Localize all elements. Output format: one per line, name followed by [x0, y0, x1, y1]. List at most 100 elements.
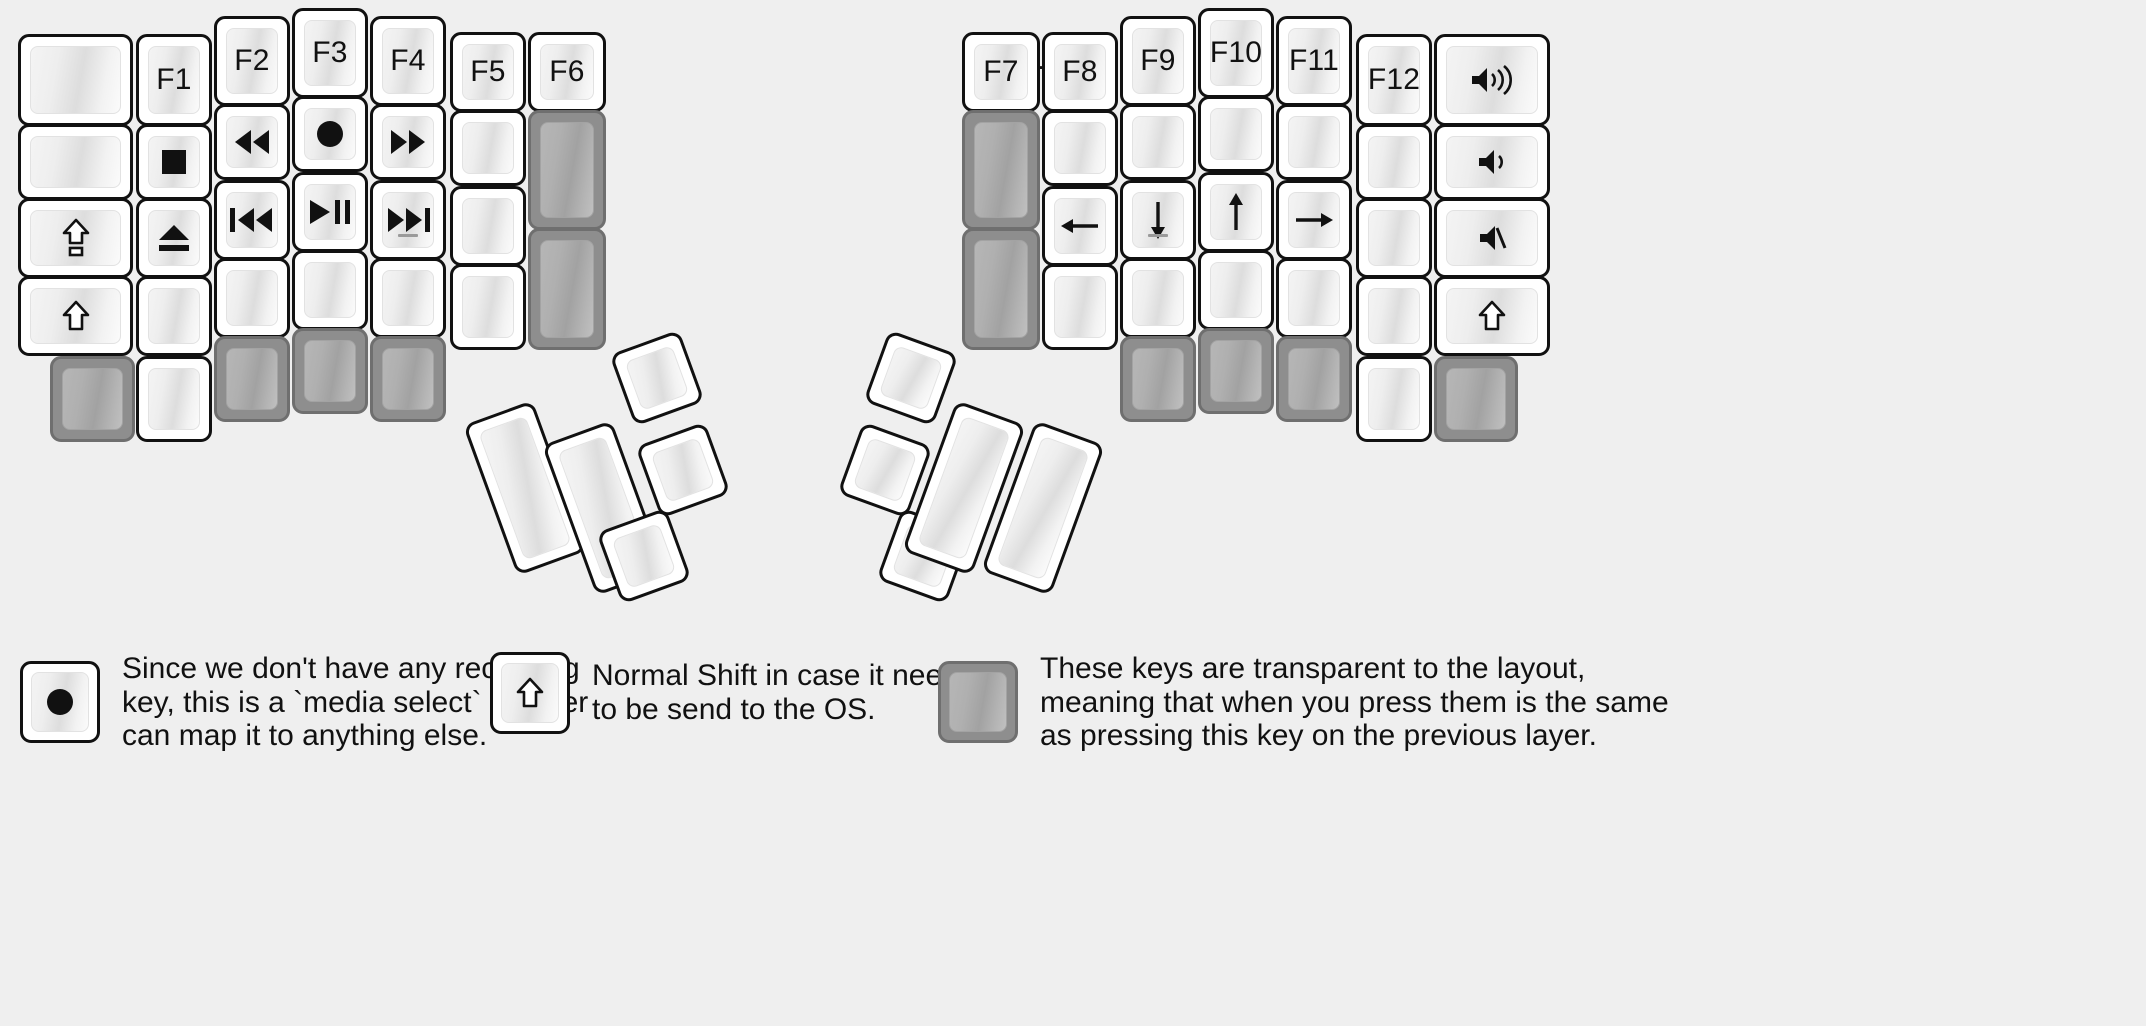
right-thumb-small-top[interactable] — [863, 329, 959, 427]
keycap-surface — [382, 348, 434, 410]
keycap-surface — [878, 345, 944, 411]
keycap-surface — [226, 116, 278, 168]
left-middle-column-key-0[interactable]: F3 — [292, 8, 368, 98]
keycap-surface — [1368, 210, 1420, 266]
right-index-column-key-1[interactable] — [1120, 104, 1196, 180]
left-index-column-key-3[interactable] — [370, 258, 446, 338]
right-inner-column-key-0[interactable]: F8 — [1042, 32, 1118, 112]
right-inner-column-key-3[interactable] — [1042, 264, 1118, 350]
keycap-surface — [540, 44, 594, 100]
keycap-surface — [1210, 262, 1262, 318]
left-middle-column-key-1[interactable] — [292, 96, 368, 172]
right-innermost-column-key-0[interactable]: F7 — [962, 32, 1040, 112]
left-index-column-key-0[interactable]: F4 — [370, 16, 446, 106]
keycap-surface — [974, 44, 1028, 100]
right-ring-column-key-2[interactable] — [1276, 180, 1352, 260]
right-pinky-column-key-1[interactable] — [1356, 124, 1432, 200]
right-outer-column-key-4[interactable] — [1434, 356, 1518, 442]
right-outer-column-key-0[interactable] — [1434, 34, 1550, 126]
right-index-column-key-2[interactable] — [1120, 180, 1196, 260]
keycap-surface — [30, 288, 121, 344]
legend-item-1: Normal Shift in case it needs to be send… — [490, 652, 974, 734]
right-outer-column-key-2[interactable] — [1434, 198, 1550, 278]
keycap-surface — [304, 20, 356, 86]
right-middle-column-key-3[interactable] — [1198, 250, 1274, 330]
right-middle-column-key-1[interactable] — [1198, 96, 1274, 172]
right-pinky-column-key-4[interactable] — [1356, 356, 1432, 442]
legend-item-0: Since we don't have any recording key, t… — [20, 652, 588, 753]
right-ring-column-key-3[interactable] — [1276, 258, 1352, 338]
legend-sample-key-1 — [490, 652, 570, 734]
right-pinky-column-key-3[interactable] — [1356, 276, 1432, 356]
left-innermost-column-key-2[interactable] — [528, 228, 606, 350]
left-ring-column-key-3[interactable] — [214, 258, 290, 338]
left-thumb-small-top[interactable] — [609, 329, 705, 427]
keycap-surface — [1210, 340, 1262, 402]
keycap-surface — [226, 348, 278, 410]
left-thumb-small-mid[interactable] — [635, 421, 731, 519]
media-record-icon — [45, 687, 75, 717]
keycap-surface — [382, 192, 434, 248]
left-ring-column-key-1[interactable] — [214, 104, 290, 180]
left-pinky-column-key-3[interactable] — [136, 276, 212, 356]
left-outer-column-key-2[interactable] — [18, 198, 133, 278]
keycap-surface — [1368, 46, 1420, 114]
left-outer-column-key-0[interactable] — [18, 34, 133, 126]
left-pinky-column-key-4[interactable] — [136, 356, 212, 442]
right-outer-column-key-3[interactable] — [1434, 276, 1550, 356]
left-index-column-key-1[interactable] — [370, 104, 446, 180]
right-pinky-column-key-0[interactable]: F12 — [1356, 34, 1432, 126]
left-middle-column-key-2[interactable] — [292, 172, 368, 252]
left-ring-column-key-2[interactable] — [214, 180, 290, 260]
legend-sample-glyph — [493, 655, 567, 731]
right-middle-column-key-0[interactable]: F10 — [1198, 8, 1274, 98]
keycap-surface — [949, 672, 1007, 733]
left-outer-column-key-3[interactable] — [18, 276, 133, 356]
left-inner-column-key-2[interactable] — [450, 186, 526, 266]
left-pinky-column-key-2[interactable] — [136, 198, 212, 278]
keycap-surface — [1446, 288, 1538, 344]
right-innermost-column-key-1[interactable] — [962, 110, 1040, 230]
left-outer-column-key-4[interactable] — [50, 356, 135, 442]
legend-description-1: Normal Shift in case it needs to be send… — [592, 659, 974, 726]
left-inner-column-key-1[interactable] — [450, 110, 526, 186]
left-index-column-key-2[interactable] — [370, 180, 446, 260]
right-inner-column-key-1[interactable] — [1042, 110, 1118, 186]
right-index-column-key-3[interactable] — [1120, 258, 1196, 338]
left-outer-column-key-1[interactable] — [18, 124, 133, 200]
left-innermost-column-key-0[interactable]: F6 — [528, 32, 606, 112]
right-index-column-key-0[interactable]: F9 — [1120, 16, 1196, 106]
legend-sample-key-2 — [938, 661, 1018, 744]
left-inner-column-key-3[interactable] — [450, 264, 526, 350]
keycap-surface — [1288, 28, 1340, 94]
keycap-surface — [852, 437, 918, 503]
left-ring-column-key-4[interactable] — [214, 336, 290, 422]
right-pinky-column-key-2[interactable] — [1356, 198, 1432, 278]
keycap-surface — [1054, 276, 1106, 338]
keycap-surface — [1210, 184, 1262, 240]
left-index-column-key-4[interactable] — [370, 336, 446, 422]
left-ring-column-key-0[interactable]: F2 — [214, 16, 290, 106]
right-outer-column-key-1[interactable] — [1434, 124, 1550, 200]
right-middle-column-key-4[interactable] — [1198, 328, 1274, 414]
right-middle-column-key-2[interactable] — [1198, 172, 1274, 252]
left-middle-column-key-3[interactable] — [292, 250, 368, 330]
keycap-surface — [974, 240, 1028, 338]
right-innermost-column-key-2[interactable] — [962, 228, 1040, 350]
right-inner-column-key-2[interactable] — [1042, 186, 1118, 266]
left-innermost-column-key-1[interactable] — [528, 110, 606, 230]
left-pinky-column-key-0[interactable]: F1 — [136, 34, 212, 126]
left-pinky-column-key-1[interactable] — [136, 124, 212, 200]
shift-icon — [516, 677, 544, 709]
keycap-surface — [462, 44, 514, 100]
right-ring-column-key-0[interactable]: F11 — [1276, 16, 1352, 106]
left-inner-column-key-0[interactable]: F5 — [450, 32, 526, 112]
keycap-surface — [1446, 210, 1538, 266]
right-ring-column-key-1[interactable] — [1276, 104, 1352, 180]
right-ring-column-key-4[interactable] — [1276, 336, 1352, 422]
right-index-column-key-4[interactable] — [1120, 336, 1196, 422]
keycap-surface — [148, 136, 200, 188]
left-middle-column-key-4[interactable] — [292, 328, 368, 414]
keycap-surface — [148, 46, 200, 114]
